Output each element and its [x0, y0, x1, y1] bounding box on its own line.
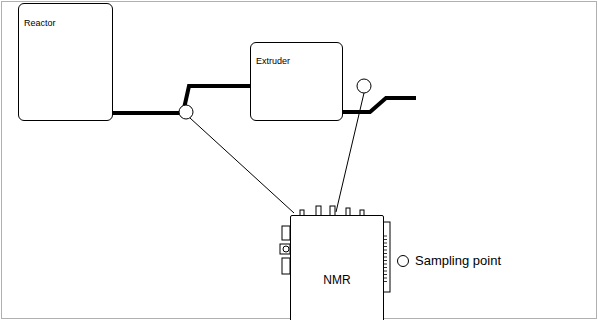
legend-row: Sampling point [397, 253, 501, 268]
nmr-device: NMR [290, 215, 384, 320]
node-label: Extruder [256, 56, 342, 66]
legend-swatch [397, 255, 409, 267]
legend-label: Sampling point [415, 253, 501, 268]
node-label: NMR [291, 273, 383, 287]
process-box: Extruder [250, 42, 343, 121]
sampling-point [357, 79, 371, 93]
sampling-point [179, 105, 193, 119]
node-label: Reactor [24, 18, 112, 28]
sample-line [190, 118, 294, 213]
process-box: Reactor [18, 3, 113, 121]
process-line [338, 98, 416, 112]
